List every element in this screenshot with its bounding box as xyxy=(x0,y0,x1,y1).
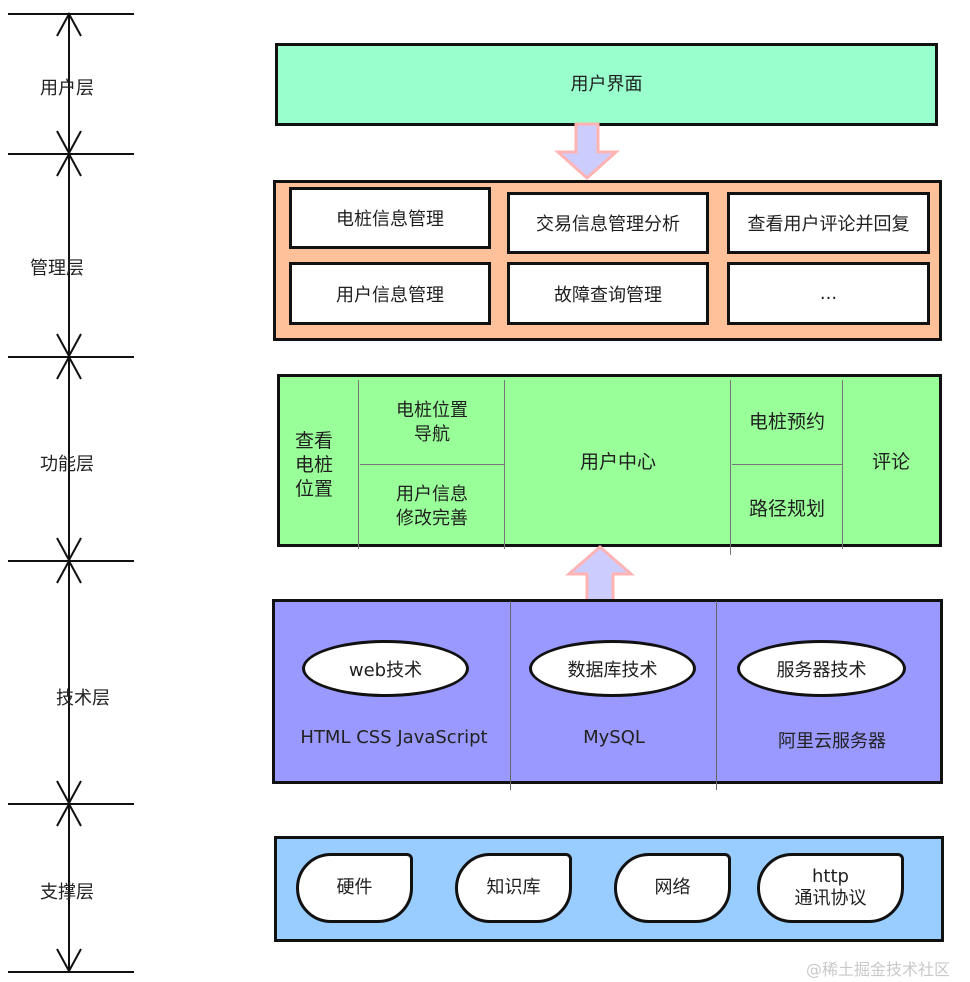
layer-boundary-line xyxy=(8,13,134,15)
layer-boundary-line xyxy=(8,356,134,358)
layer-label-user: 用户层 xyxy=(40,78,94,99)
http-protocol-bubble: http 通讯协议 xyxy=(757,853,904,923)
function-divider xyxy=(360,464,504,465)
card-user-info-management: 用户信息管理 xyxy=(289,262,491,325)
function-divider xyxy=(730,380,731,555)
down-arrow-icon xyxy=(554,122,620,181)
technology-divider xyxy=(716,601,717,790)
pile-navigation-label: 电桩位置 导航 xyxy=(396,400,468,445)
hardware-bubble: 硬件 xyxy=(296,853,413,923)
network-bubble: 网络 xyxy=(614,853,731,923)
function-divider xyxy=(842,380,843,549)
route-planning-label: 路径规划 xyxy=(748,498,825,520)
function-layer-box xyxy=(277,374,942,547)
function-divider xyxy=(358,380,359,549)
layer-label-management: 管理层 xyxy=(30,258,84,279)
layer-boundary-line xyxy=(8,971,134,973)
card-pile-info-management: 电桩信息管理 xyxy=(289,187,491,249)
knowledge-base-bubble: 知识库 xyxy=(455,853,572,923)
web-tech-detail: HTML CSS JavaScript xyxy=(300,727,488,748)
database-tech-ellipse: 数据库技术 xyxy=(529,640,696,697)
view-pile-position-label: 查看 电桩 位置 xyxy=(294,430,333,500)
pile-reservation-label: 电桩预约 xyxy=(748,411,825,433)
server-tech-ellipse: 服务器技术 xyxy=(737,640,906,697)
watermark: @稀土掘金技术社区 xyxy=(806,960,951,979)
card-transaction-analysis: 交易信息管理分析 xyxy=(507,192,709,254)
layer-label-technology: 技术层 xyxy=(56,688,110,709)
card-review-comments: 查看用户评论并回复 xyxy=(727,192,930,254)
user-interface-label: 用户界面 xyxy=(570,73,643,95)
database-tech-detail: MySQL xyxy=(583,727,645,748)
technology-divider xyxy=(510,601,511,790)
layer-label-support: 支撑层 xyxy=(40,882,94,903)
layer-boundary-line xyxy=(8,560,134,562)
web-tech-ellipse: web技术 xyxy=(302,640,469,697)
user-center-label: 用户中心 xyxy=(579,451,656,473)
layer-boundary-line xyxy=(8,803,134,805)
comment-label: 评论 xyxy=(871,451,910,473)
user-layer-box: 用户界面 xyxy=(275,43,938,126)
up-arrow-icon xyxy=(565,545,635,604)
function-divider xyxy=(504,380,505,549)
card-more: ... xyxy=(727,262,930,325)
function-divider xyxy=(732,464,842,465)
layer-boundary-line xyxy=(8,153,134,155)
layer-dimension-arrows xyxy=(56,11,82,974)
server-tech-detail: 阿里云服务器 xyxy=(778,731,886,752)
card-fault-query-management: 故障查询管理 xyxy=(507,262,709,325)
layer-label-function: 功能层 xyxy=(40,454,94,475)
user-info-edit-label: 用户信息 修改完善 xyxy=(396,484,468,529)
